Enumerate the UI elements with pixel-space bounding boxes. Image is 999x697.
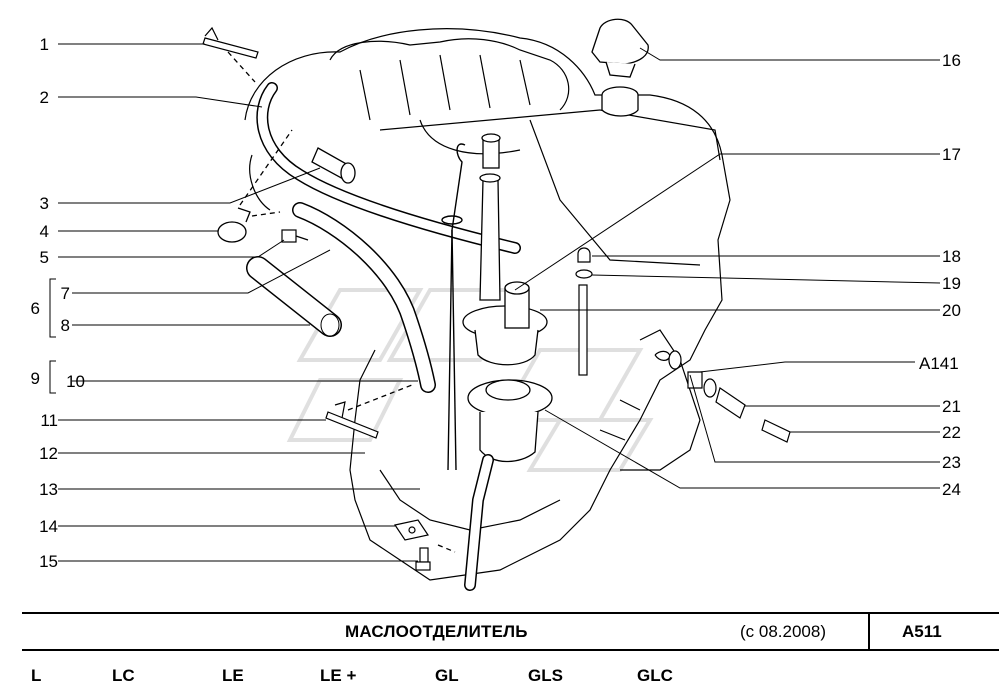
engine-block xyxy=(244,28,731,581)
variant-gl: GL xyxy=(435,666,459,685)
footer-top-rule xyxy=(22,612,999,614)
variant-l: L xyxy=(31,666,42,685)
label-22: 22 xyxy=(942,423,961,442)
label-14: 14 xyxy=(39,517,58,536)
label-1: 1 xyxy=(39,35,49,54)
label-5: 5 xyxy=(39,248,49,267)
hose-clamp xyxy=(217,207,251,243)
footer-bottom-rule xyxy=(22,649,999,651)
label-A141: A141 xyxy=(919,354,959,373)
oil-filler-cap xyxy=(591,18,649,117)
label-3: 3 xyxy=(39,194,49,213)
hose-8 xyxy=(246,256,342,337)
variant-le: LE xyxy=(222,666,244,685)
label-24: 24 xyxy=(942,480,961,499)
label-11: 11 xyxy=(40,411,58,430)
clip-1 xyxy=(202,26,259,59)
variant-le-plus: LE + xyxy=(320,666,357,685)
label-9: 9 xyxy=(30,369,40,388)
variant-glc: GLC xyxy=(637,666,673,685)
label-17: 17 xyxy=(942,145,961,164)
label-20: 20 xyxy=(942,301,961,320)
label-6: 6 xyxy=(30,299,40,318)
label-4: 4 xyxy=(39,222,49,241)
bolt-5 xyxy=(281,229,309,243)
label-10: 10 xyxy=(66,372,85,391)
grommet xyxy=(467,379,553,463)
dipstick xyxy=(441,143,466,471)
page-title: МАСЛООТДЕЛИТЕЛЬ xyxy=(345,622,528,641)
footer-divider xyxy=(868,612,870,651)
oil-separator xyxy=(462,281,548,366)
label-7: 7 xyxy=(60,284,70,303)
clip-11 xyxy=(325,401,379,439)
bracket-14 xyxy=(394,519,429,541)
label-18: 18 xyxy=(942,247,961,266)
label-8: 8 xyxy=(60,316,70,335)
label-15: 15 xyxy=(39,552,58,571)
label-13: 13 xyxy=(39,480,58,499)
variant-gls: GLS xyxy=(528,666,563,685)
label-12: 12 xyxy=(39,444,58,463)
fitting-3 xyxy=(311,147,356,184)
label-19: 19 xyxy=(942,274,961,293)
pressure-sensor xyxy=(668,350,791,443)
label-21: 21 xyxy=(942,397,961,416)
variant-lc: LC xyxy=(112,666,135,685)
leader-lines xyxy=(49,43,941,562)
label-2: 2 xyxy=(39,88,49,107)
diagram-code: A511 xyxy=(902,622,942,641)
date-range: (с 08.2008) xyxy=(740,622,826,641)
assembly-arrows xyxy=(227,51,456,553)
label-16: 16 xyxy=(942,51,961,70)
stud xyxy=(575,247,593,376)
dipstick-tube xyxy=(479,133,501,301)
bolt-15 xyxy=(415,547,431,571)
label-23: 23 xyxy=(942,453,961,472)
hose-2 xyxy=(256,82,521,254)
exploded-parts-diagram xyxy=(49,18,941,591)
